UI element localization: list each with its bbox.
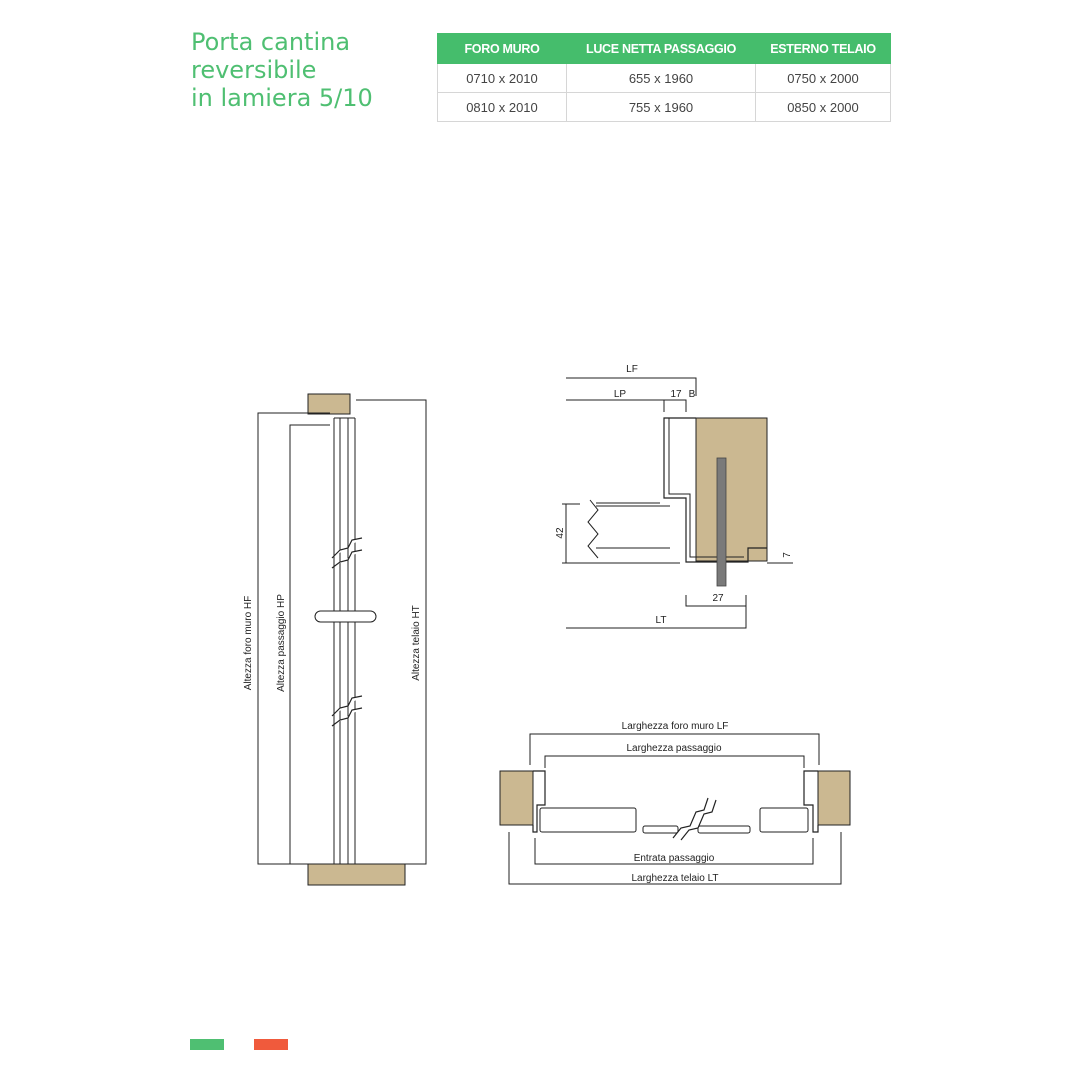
hp-dimension-line [289,424,330,865]
lf-dimension-line [566,377,697,396]
passage-width-line [544,755,805,768]
steel-insert [716,457,727,587]
dim-27-label: 27 [712,593,724,604]
lp-dimension-line [566,399,687,412]
table-cell: 755 x 1960 [566,92,756,122]
break-symbol [672,797,717,841]
lf-width-label: Larghezza foro muro LF [622,721,729,732]
lt-label: LT [656,615,667,626]
table-row: 0810 x 2010 755 x 1960 0850 x 2000 [437,92,891,122]
left-frame-profile [532,770,546,833]
header-esterno-telaio: ESTERNO TELAIO [755,33,891,64]
door-leaf [642,825,679,834]
lp-label: LP [614,389,627,400]
dim-42-label: 42 [555,527,566,539]
lt-width-label: Larghezza telaio LT [631,873,718,884]
handle-icon [314,610,377,623]
lt-width-line [508,832,842,885]
right-wall-block [817,770,851,826]
table-cell: 0710 x 2010 [437,63,567,93]
lf-label: LF [626,364,638,375]
title-line-2: reversibile [191,56,317,84]
dimensions-table: FORO MURO LUCE NETTA PASSAGGIO ESTERNO T… [437,33,891,122]
ht-dimension-line [356,399,427,865]
entrance-width-label: Entrata passaggio [634,853,715,864]
steel-frame-profile [663,417,767,563]
right-frame-profile [803,770,819,833]
dim-7-label: 7 [782,552,793,558]
section-detail-view [562,377,793,629]
product-title: Porta cantina reversibile in lamiera 5/1… [191,28,373,112]
entrance-width-line [534,838,814,865]
steel-frame-profile-inner [668,418,744,558]
hf-label: Altezza foro muro HF [243,596,254,690]
ht-label: Altezza telaio HT [411,605,422,681]
lt-dimension-line [566,596,747,629]
side-elevation-view [257,393,427,886]
dim-17-label: 17 [670,389,682,400]
title-line-1: Porta cantina [191,28,351,56]
table-cell: 655 x 1960 [566,63,756,93]
table-row: 0710 x 2010 655 x 1960 0750 x 2000 [437,63,891,93]
door-leaf [539,807,637,833]
hp-label: Altezza passaggio HP [276,594,287,692]
top-lintel-block [307,393,351,415]
b-label: B [689,389,696,400]
lf-width-line [529,733,820,765]
left-wall-block [499,770,534,826]
floor-block [307,863,406,886]
door-leaf [759,807,809,833]
green-color-swatch [190,1039,224,1050]
break-symbol [587,499,599,559]
red-color-swatch [254,1039,288,1050]
table-cell: 0750 x 2000 [755,63,891,93]
frame-wood-block [695,417,768,562]
plan-view [499,733,851,885]
passage-width-label: Larghezza passaggio [626,743,722,754]
title-line-3: in lamiera 5/10 [191,84,373,112]
hf-dimension-line [257,412,330,865]
hinge-symbol [331,537,363,569]
door-leaf [697,825,751,834]
table-cell: 0810 x 2010 [437,92,567,122]
table-header-row: FORO MURO LUCE NETTA PASSAGGIO ESTERNO T… [437,33,891,64]
hinge-symbol [331,695,363,727]
table-cell: 0850 x 2000 [755,92,891,122]
